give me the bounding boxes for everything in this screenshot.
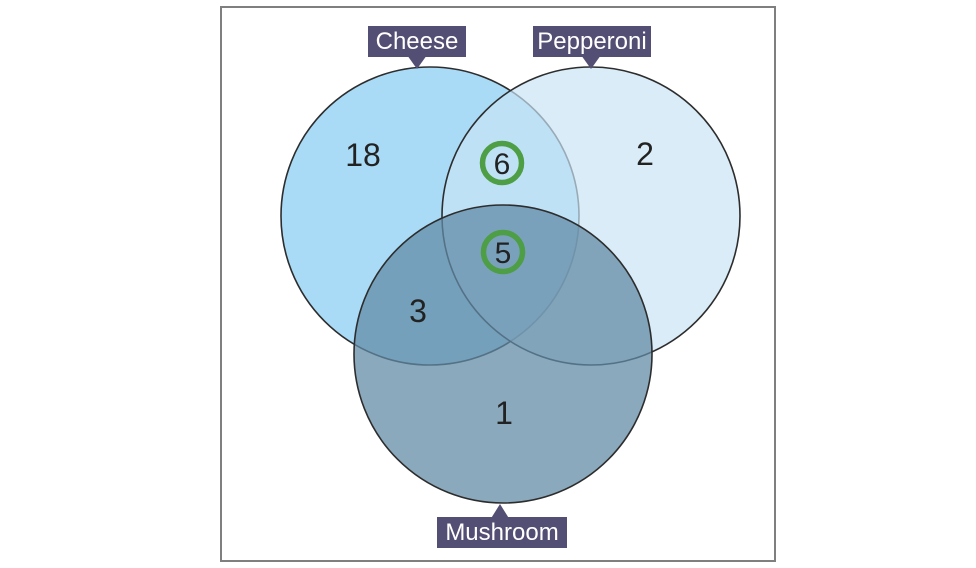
count-cheese-and-mushroom: 3 — [409, 293, 427, 329]
mushroom-label-box — [437, 517, 567, 548]
count-pepperoni-only: 2 — [636, 136, 654, 172]
pepperoni-label-pointer — [581, 55, 601, 69]
pepperoni-label: Pepperoni — [537, 28, 646, 55]
count-mushroom-only: 1 — [495, 395, 513, 431]
cheese-label-box — [368, 26, 466, 57]
count-cheese-and-pepperoni: 6 — [494, 148, 511, 181]
pepperoni-label-tag: Pepperoni — [533, 26, 651, 69]
mushroom-label: Mushroom — [445, 519, 558, 546]
mushroom-label-pointer — [490, 504, 510, 520]
mushroom-label-tag: Mushroom — [437, 504, 567, 548]
count-cheese-only: 18 — [345, 137, 381, 173]
cheese-label-pointer — [407, 55, 427, 69]
highlight-ring-cheese-pepperoni — [479, 140, 525, 186]
mushroom-circle — [353, 204, 653, 504]
pepperoni-label-box — [533, 26, 651, 57]
cheese-label: Cheese — [376, 28, 459, 55]
cheese-label-tag: Cheese — [368, 26, 466, 69]
highlight-ring-all-three — [480, 229, 526, 275]
count-all-three: 5 — [495, 237, 512, 270]
